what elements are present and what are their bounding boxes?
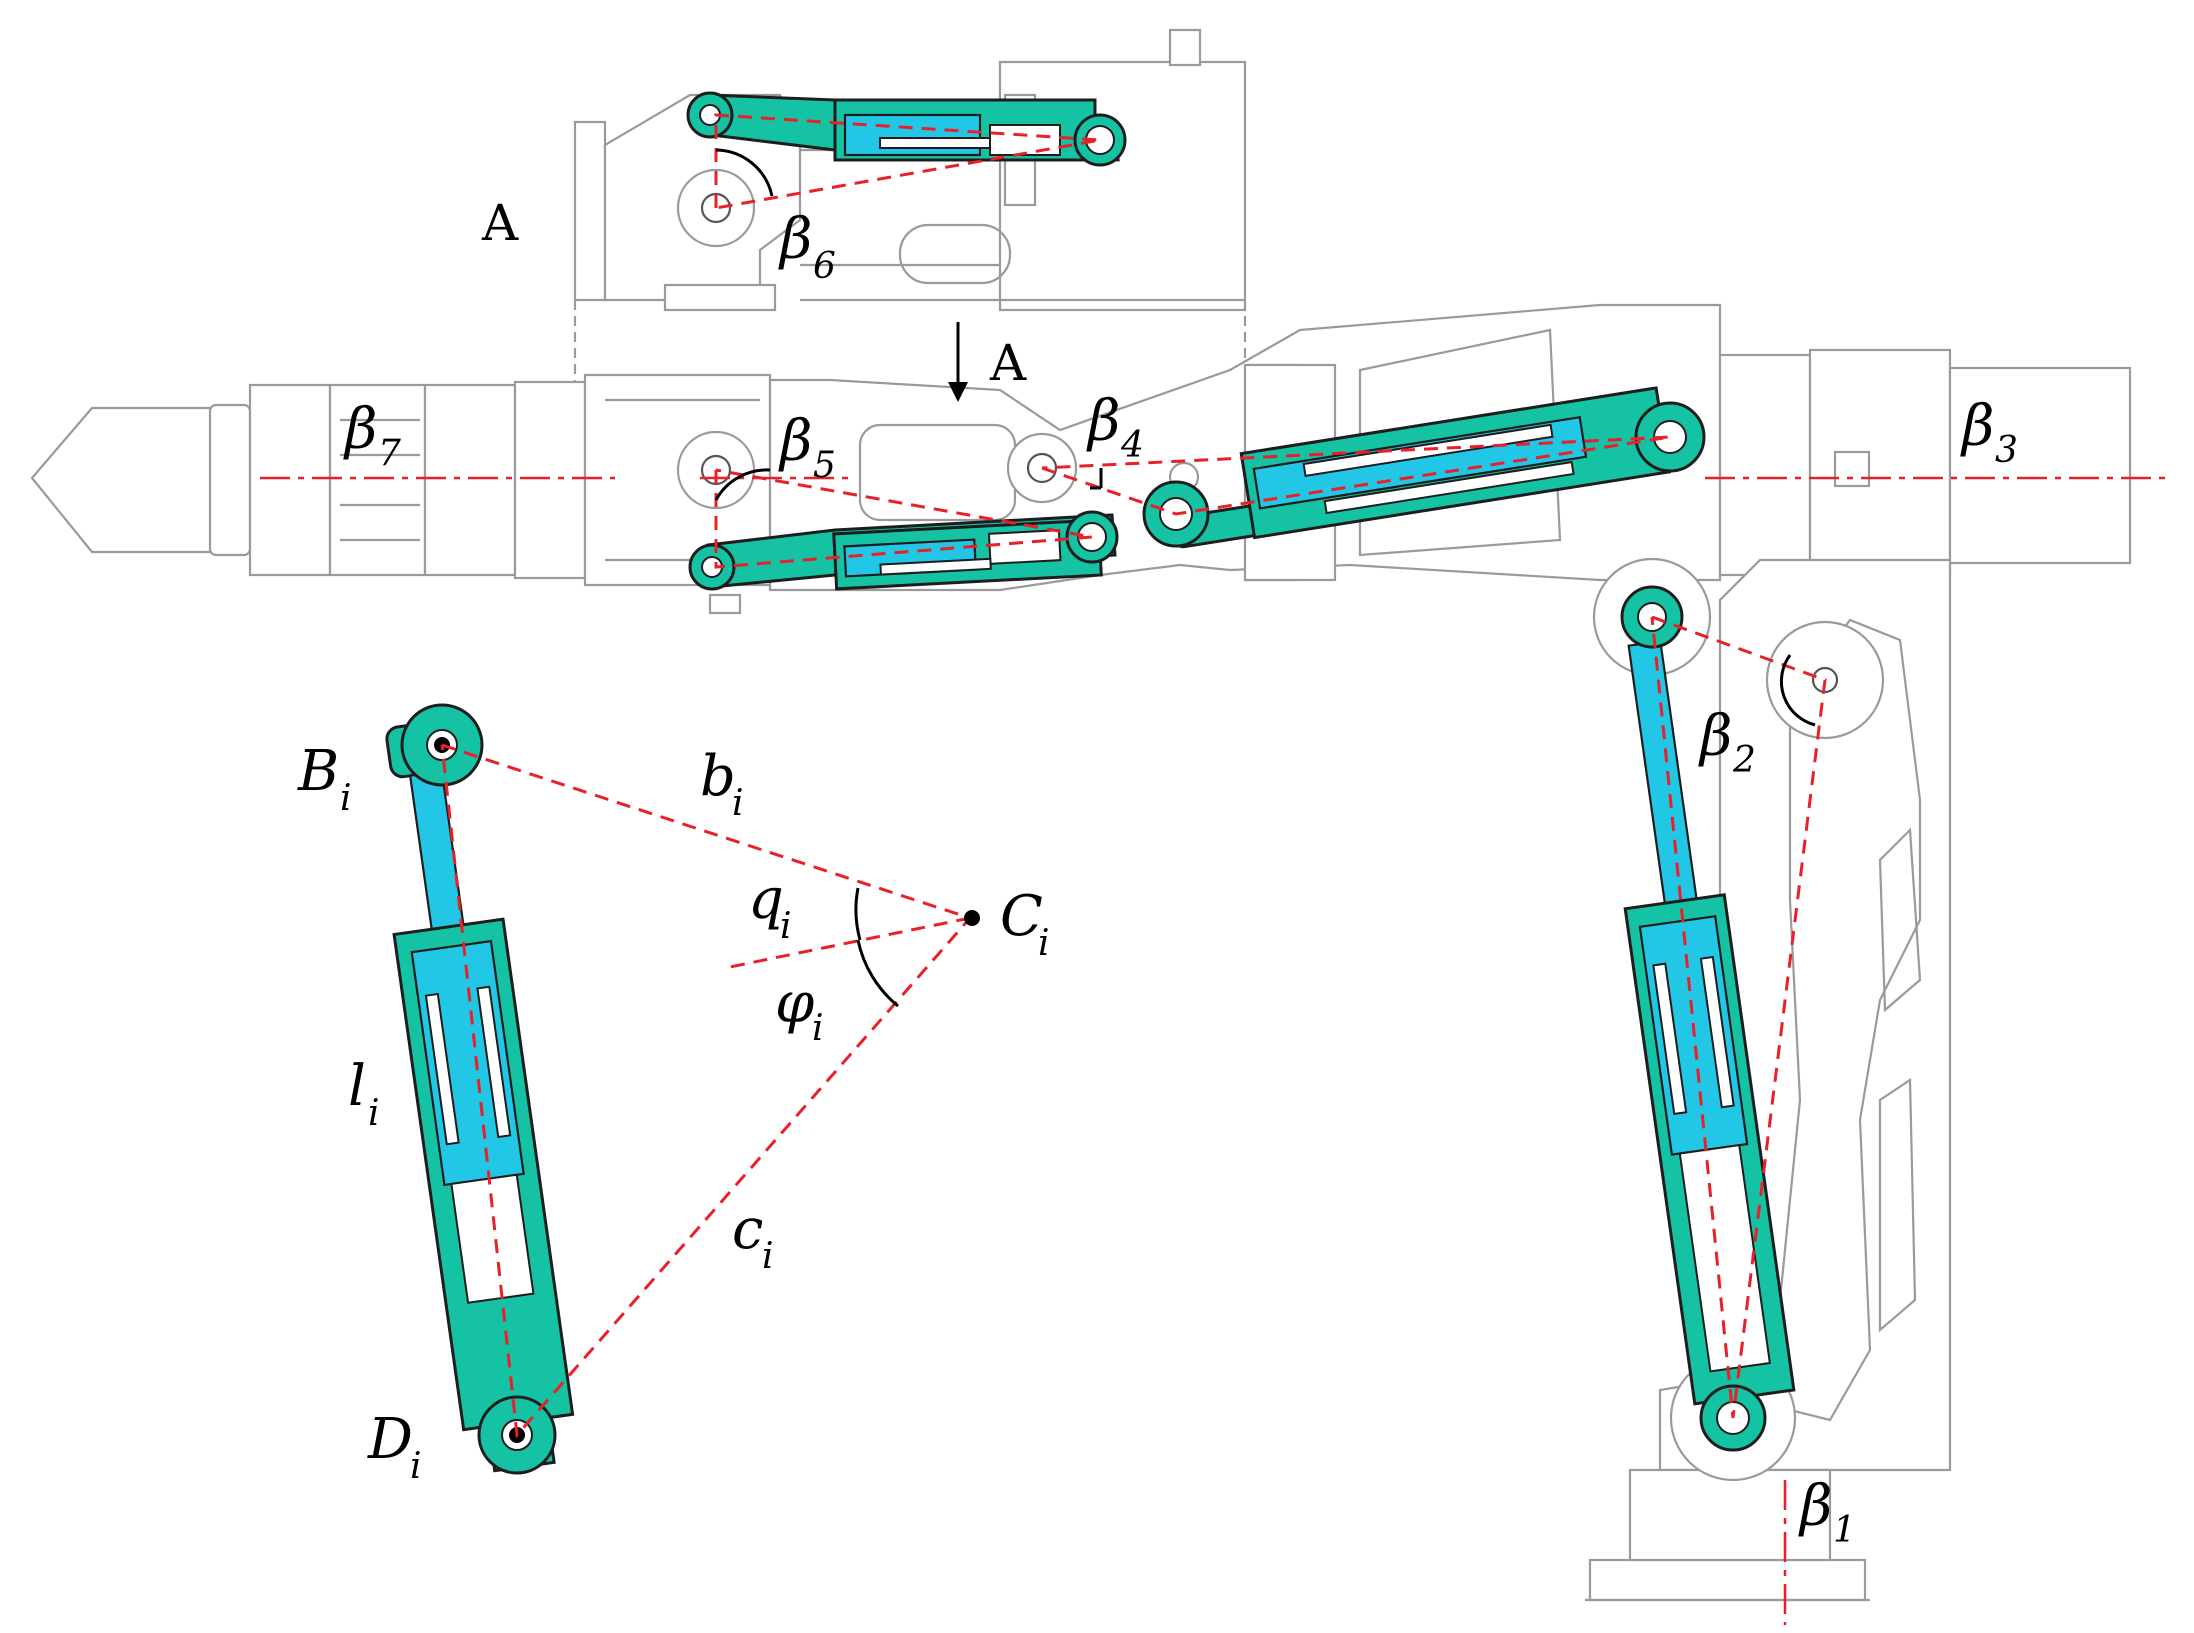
label-b-point: B i — [297, 739, 352, 819]
label-beta1: β 1 — [1798, 1474, 1856, 1551]
svg-text:l: l — [348, 1054, 366, 1119]
cylinder-beta4 — [1142, 386, 1706, 549]
svg-text:D: D — [367, 1407, 413, 1472]
svg-text:4: 4 — [1120, 425, 1144, 466]
label-beta4: β 4 — [1086, 389, 1144, 466]
svg-text:β: β — [778, 409, 812, 474]
svg-text:β: β — [1086, 389, 1120, 454]
svg-text:C: C — [1000, 884, 1043, 949]
cylinder-beta5 — [688, 510, 1119, 591]
svg-text:b: b — [700, 744, 736, 809]
label-q-angle: q i — [748, 867, 792, 947]
label-c-length: c i — [732, 1197, 774, 1277]
detail-cylinder — [385, 703, 575, 1475]
machine-frame — [30, 28, 2132, 1602]
svg-text:β: β — [343, 397, 377, 462]
label-d-point: D i — [367, 1407, 422, 1487]
svg-text:1: 1 — [1833, 1510, 1856, 1551]
svg-text:i: i — [812, 1008, 824, 1049]
svg-text:6: 6 — [813, 246, 836, 287]
svg-text:β: β — [778, 207, 812, 272]
label-beta2: β 2 — [1698, 704, 1756, 781]
svg-text:φ: φ — [775, 971, 814, 1036]
label-l-length: l i — [348, 1054, 380, 1134]
cylinder-beta6 — [686, 91, 1127, 167]
svg-text:i: i — [732, 783, 744, 824]
svg-text:q: q — [748, 867, 784, 932]
svg-text:β: β — [1960, 394, 1994, 459]
view-arrow — [948, 322, 968, 402]
svg-text:i: i — [340, 778, 352, 819]
svg-text:β: β — [1798, 1474, 1832, 1539]
svg-text:i: i — [410, 1446, 422, 1487]
svg-text:c: c — [732, 1197, 763, 1262]
view-label-a-arrow: A — [989, 334, 1027, 392]
label-phi-angle: φ i — [775, 971, 824, 1049]
svg-text:2: 2 — [1732, 740, 1756, 781]
svg-text:3: 3 — [1995, 430, 2018, 471]
svg-text:i: i — [780, 906, 792, 947]
view-label-a-top: A — [481, 194, 519, 252]
svg-text:7: 7 — [378, 433, 401, 474]
label-b-length: b i — [700, 744, 744, 824]
svg-text:i: i — [368, 1093, 380, 1134]
label-beta3: β 3 — [1960, 394, 2018, 471]
construction-lines — [260, 113, 2170, 1625]
svg-text:5: 5 — [813, 445, 836, 486]
angle-arcs — [714, 148, 1816, 1008]
label-beta5: β 5 — [778, 409, 836, 486]
label-beta7: β 7 — [343, 397, 401, 474]
label-c-point: C i — [1000, 884, 1050, 964]
svg-text:B: B — [297, 739, 339, 804]
label-beta6: β 6 — [778, 207, 836, 287]
svg-text:β: β — [1698, 704, 1732, 769]
svg-text:i: i — [762, 1236, 774, 1277]
svg-text:i: i — [1038, 923, 1050, 964]
